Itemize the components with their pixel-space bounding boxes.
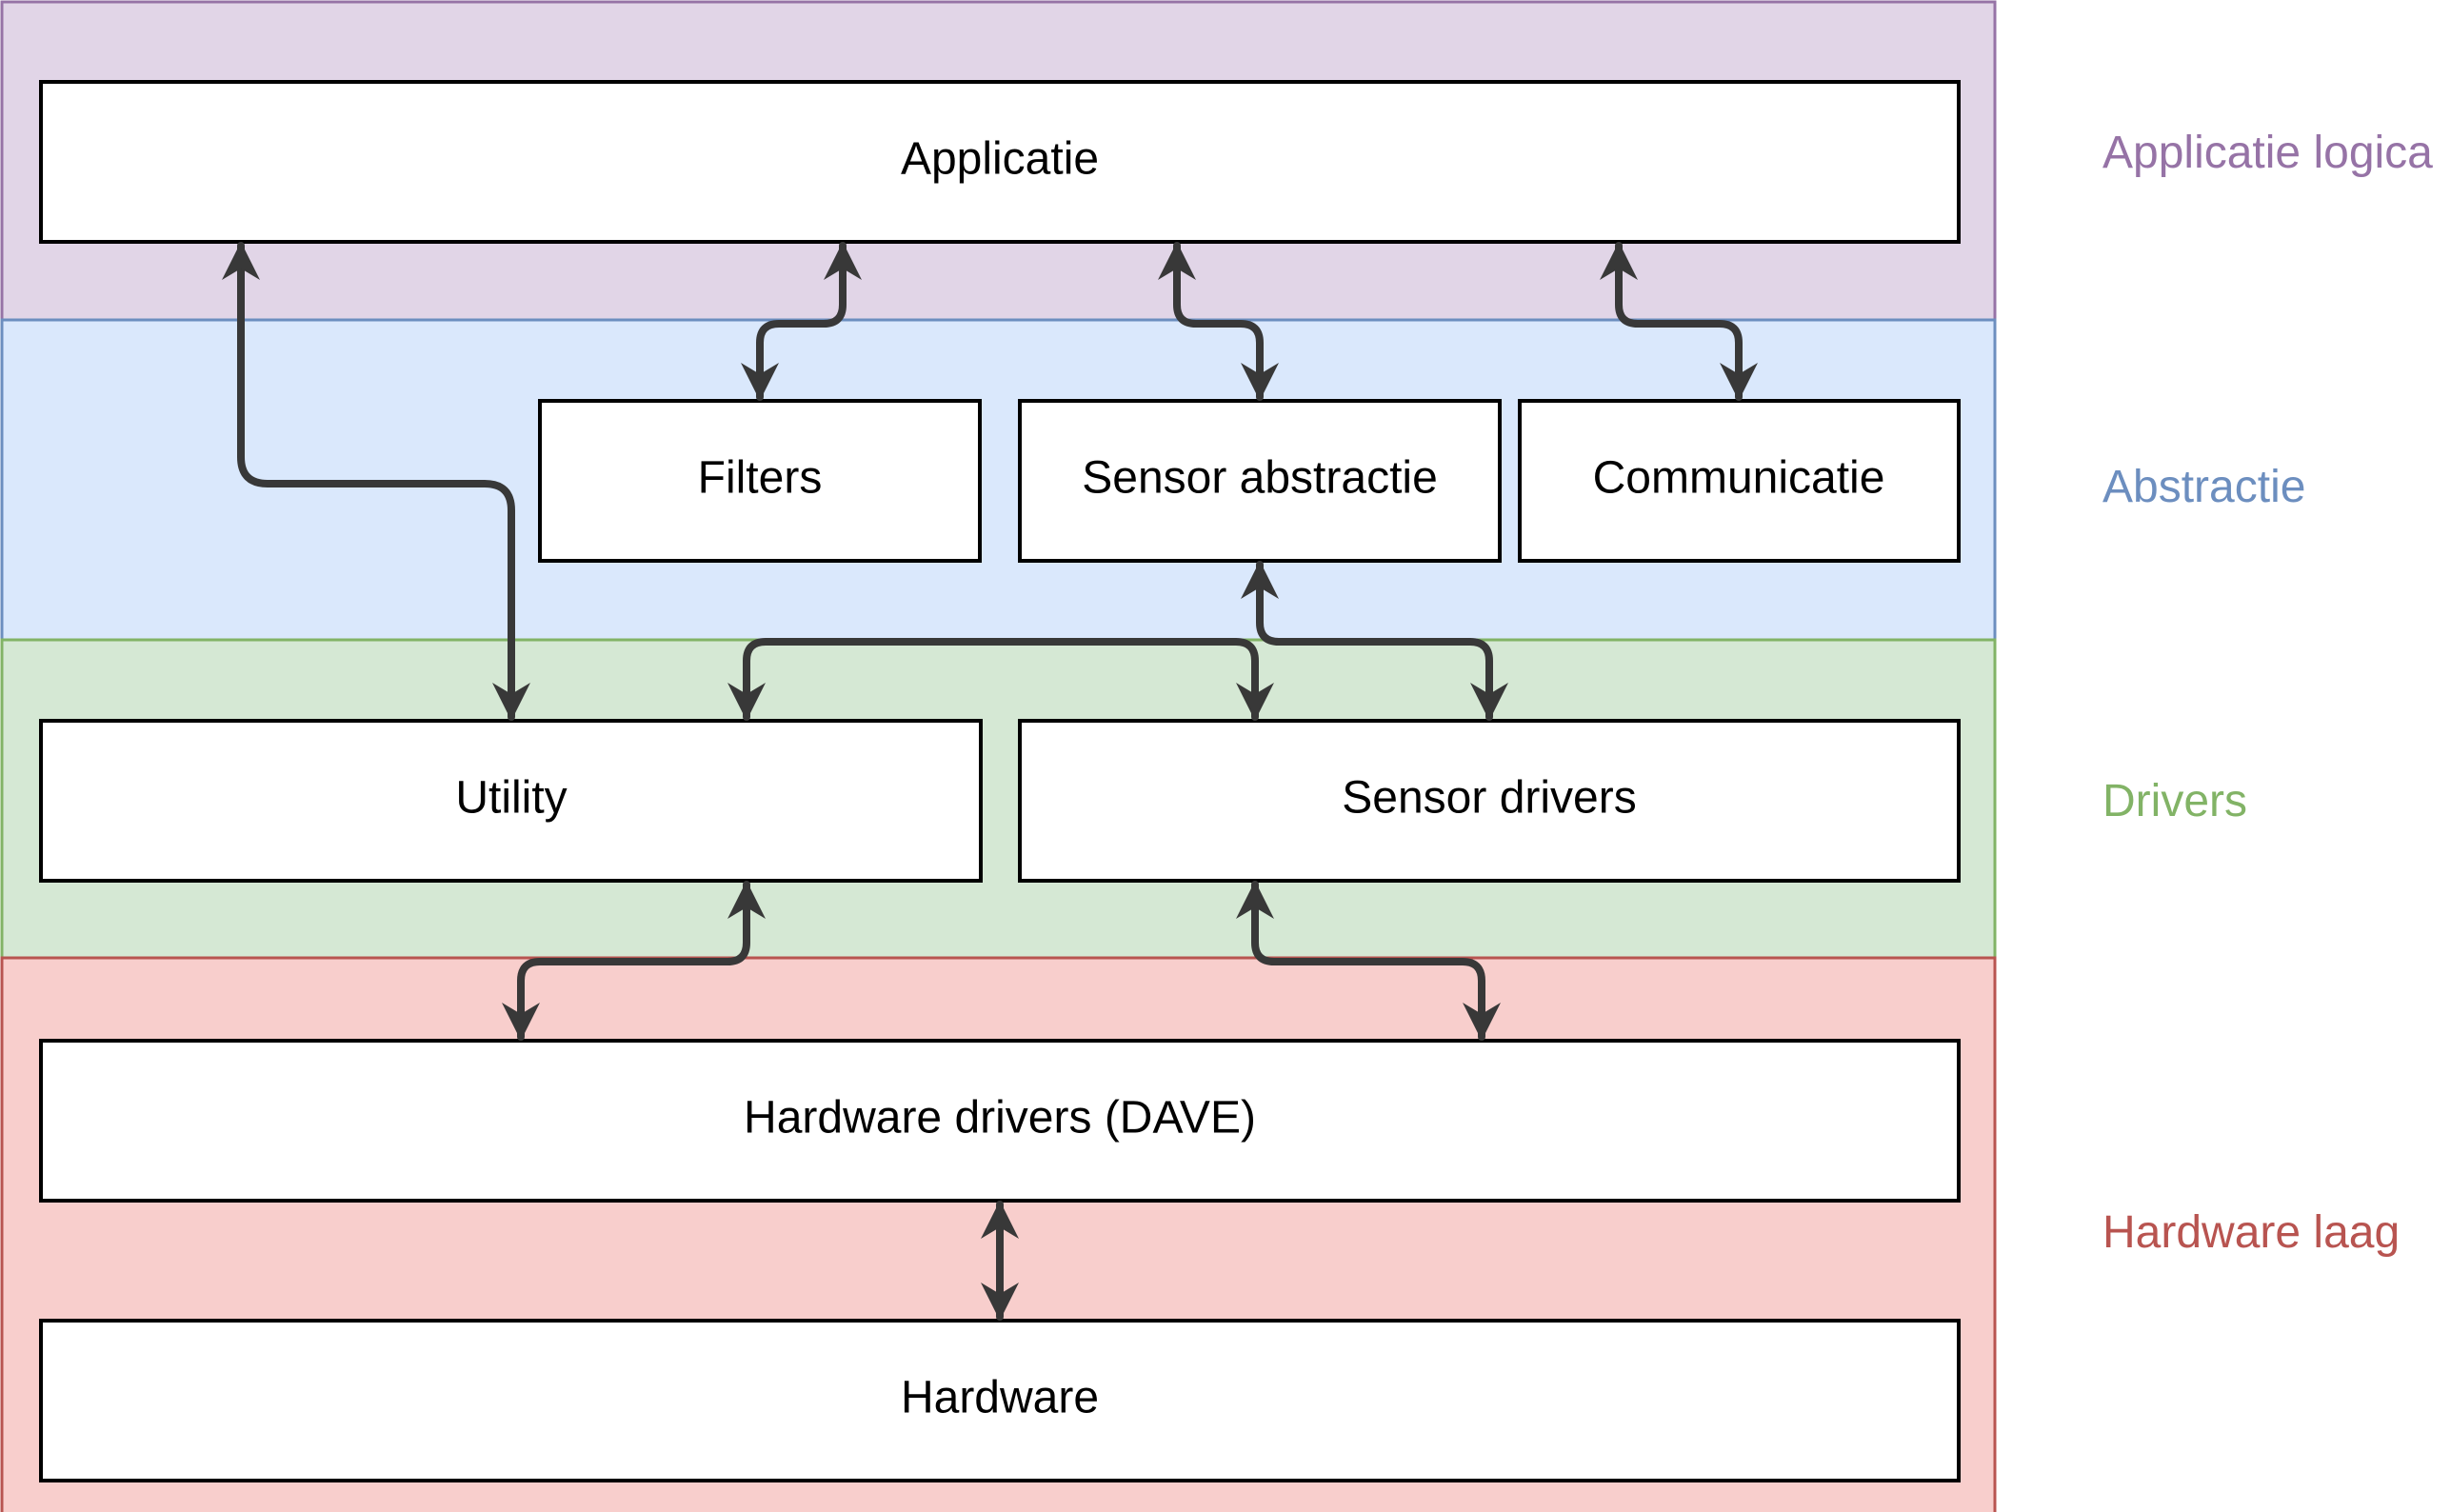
arrow-utility-hardware-drivers [502, 881, 766, 1041]
box-filters: Filters [538, 399, 982, 563]
layer-label-applicatie-logica: Applicatie logica [2102, 128, 2433, 178]
box-hardware-drivers-label: Hardware drivers (DAVE) [744, 1093, 1256, 1144]
box-hardware: Hardware [39, 1319, 1961, 1482]
arrow-applicatie-sensor-abstractie [1158, 242, 1279, 401]
layer-label-drivers: Drivers [2102, 776, 2247, 826]
layer-label-hardware-laag: Hardware laag [2102, 1207, 2400, 1258]
arrow-applicatie-utility [222, 242, 530, 721]
arrow-applicatie-communicatie [1600, 242, 1758, 401]
arrow-sensor-abstractie-sensor-drivers [1241, 561, 1508, 721]
box-applicatie-label: Applicatie [901, 134, 1099, 185]
box-utility-label: Utility [455, 773, 567, 824]
box-hardware-label: Hardware [901, 1373, 1099, 1423]
box-applicatie: Applicatie [39, 80, 1961, 244]
arrow-sensor-drivers-hardware-drivers [1236, 881, 1501, 1041]
box-sensor-drivers: Sensor drivers [1018, 719, 1961, 883]
box-sensor-drivers-label: Sensor drivers [1342, 773, 1636, 824]
box-sensor-abstractie: Sensor abstractie [1018, 399, 1502, 563]
box-sensor-abstractie-label: Sensor abstractie [1082, 453, 1438, 504]
box-hardware-drivers: Hardware drivers (DAVE) [39, 1039, 1961, 1203]
layer-label-abstractie: Abstractie [2102, 462, 2305, 512]
box-communicatie-label: Communicatie [1593, 453, 1885, 504]
box-communicatie: Communicatie [1518, 399, 1961, 563]
box-utility: Utility [39, 719, 983, 883]
arrow-applicatie-filters [741, 242, 862, 401]
box-filters-label: Filters [698, 453, 823, 504]
